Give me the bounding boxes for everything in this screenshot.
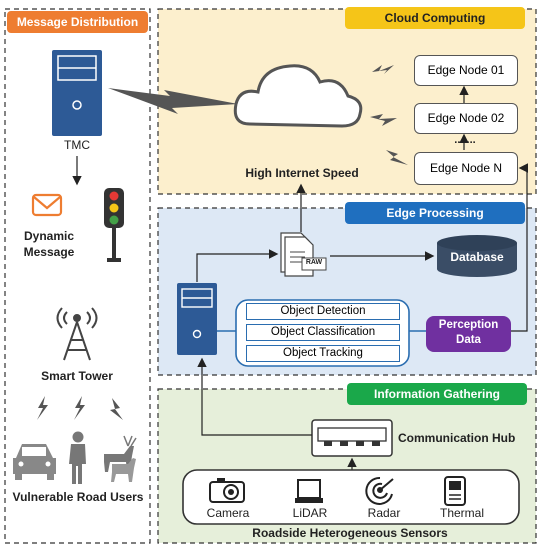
tmc-label: TMC [64,138,90,152]
object-tracking-box: Object Tracking [246,345,400,362]
sensors-group [182,469,520,525]
edge-node-ellipsis: ....... [454,134,476,146]
raw-tag: RAW [305,259,323,266]
pedestrian-icon [69,431,86,484]
car-icon [13,444,56,480]
lidar-icon [295,479,323,503]
camera-icon [209,478,245,503]
wireless-link-icon [386,150,408,165]
lidar-label: LiDAR [292,506,328,520]
perception-data-label-line2: Data [456,334,481,346]
roadside-sensors-label: Roadside Heterogeneous Sensors [252,526,448,540]
vulnerable-road-users-label: Vulnerable Road Users [12,490,144,504]
dynamic-message-label-line1: Dynamic [23,229,75,243]
edge-processing-header: Edge Processing [345,202,525,224]
message-distribution-header: Message Distribution [7,11,148,33]
cloud-computing-header: Cloud Computing [345,7,525,29]
edge-node-02-box: Edge Node 02 [414,103,518,134]
thermal-label: Thermal [439,506,484,520]
traffic-light-icon [104,188,124,262]
cloud-icon [233,64,363,128]
wireless-link-icon [370,114,397,126]
wireless-link-icon [372,65,394,74]
hub-to-edge-server-arrow [197,357,312,436]
wireless-link-icon [108,88,238,114]
dynamic-message-label-line2: Message [23,245,75,259]
raw-document-icon [280,232,327,277]
object-classification-box: Object Classification [246,324,400,341]
database-icon [437,235,517,277]
communication-hub-icon [311,419,393,457]
information-gathering-header: Information Gathering [347,383,527,405]
smart-tower-icon [56,307,98,361]
edge-node-n-box: Edge Node N [414,152,518,185]
radar-icon [365,476,394,505]
radar-label: Radar [367,506,401,520]
animals-icon [104,435,137,482]
perception-data-box [426,316,511,352]
envelope-icon [31,193,63,217]
tmc-server-icon [52,50,102,136]
communication-hub-label: Communication Hub [398,431,516,445]
high-internet-speed-label: High Internet Speed [245,166,359,180]
edge-server-icon [177,283,217,355]
signal-bolt-icon [74,396,85,420]
edge-node-01-box: Edge Node 01 [414,55,518,86]
camera-label: Camera [206,506,250,520]
smart-tower-label: Smart Tower [41,369,113,383]
signal-bolt-icon [37,396,48,420]
database-label: Database [450,250,504,264]
server-to-raw-arrow [196,249,279,282]
thermal-camera-icon [444,476,466,506]
object-detection-box: Object Detection [246,303,400,320]
perception-to-edge-node-arrow [511,163,529,332]
perception-data-label-line1: Perception [438,319,499,331]
